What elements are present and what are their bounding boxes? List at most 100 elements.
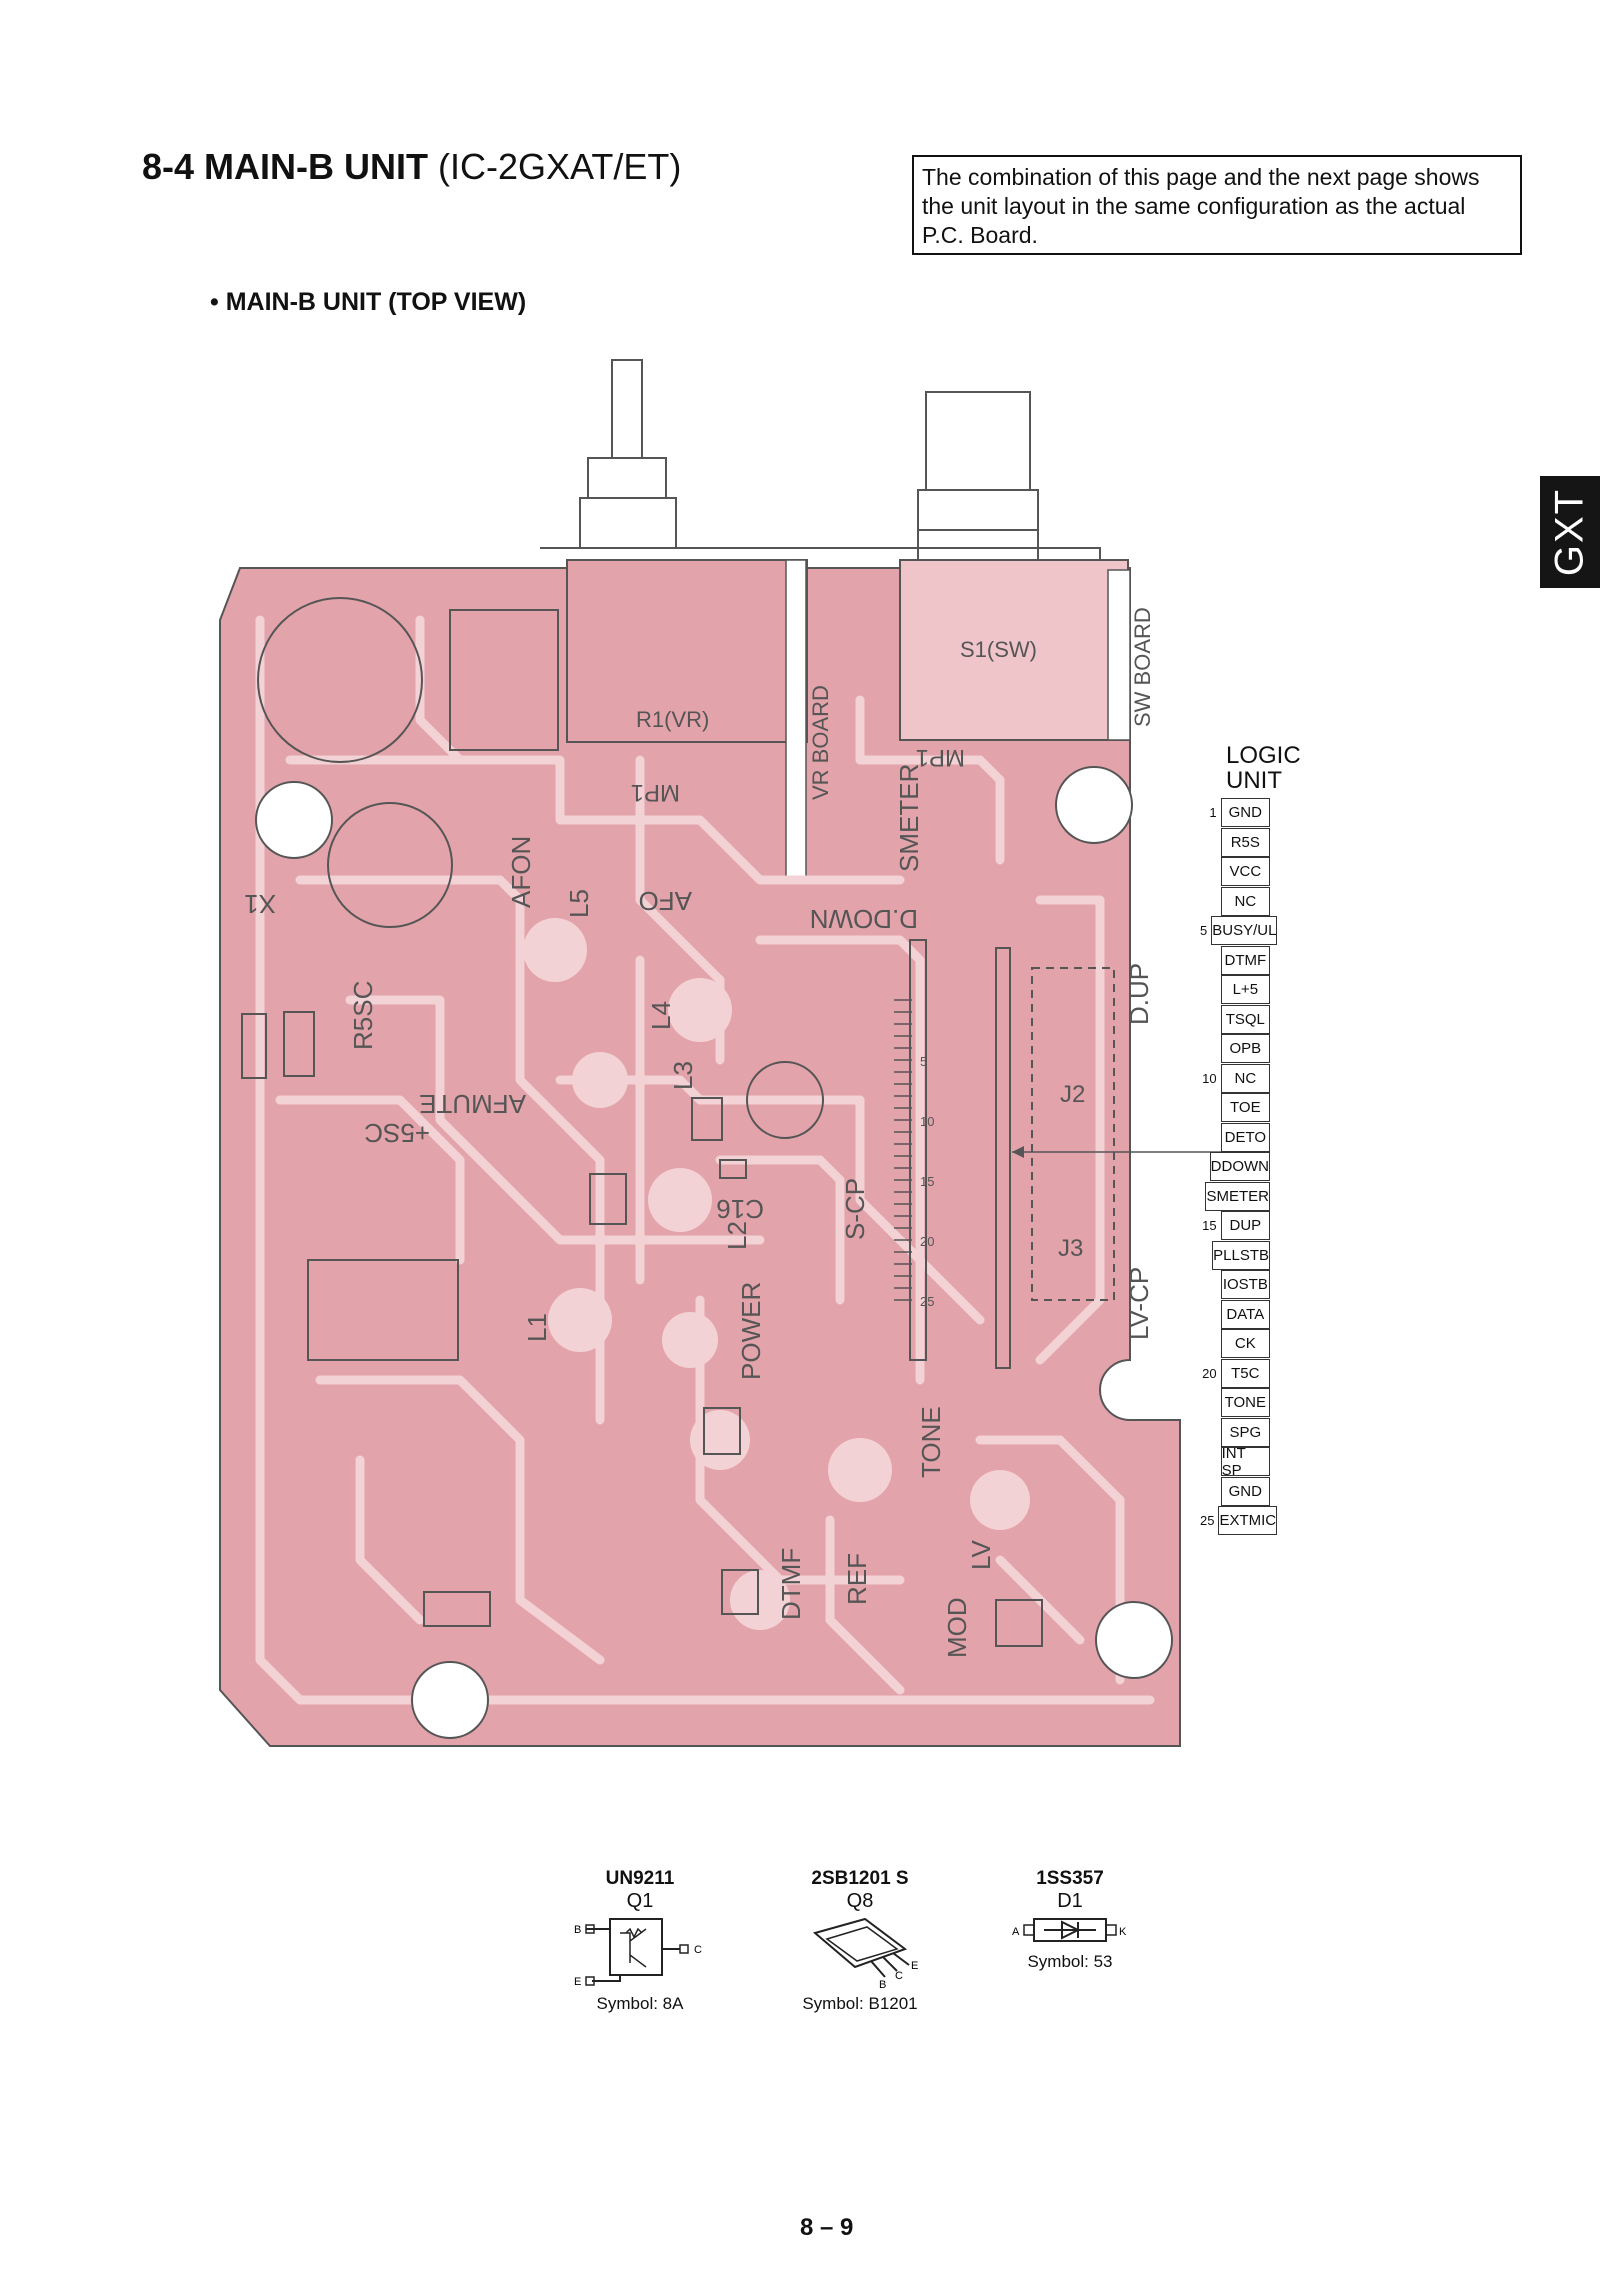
component-q8: 2SB1201 S Q8 B C E Symbol: B1201 bbox=[775, 1868, 945, 2014]
label-j3: J3 bbox=[1058, 1235, 1083, 1262]
label-l4: L4 bbox=[646, 1001, 676, 1030]
component-d1: 1SS357 D1 A K Symbol: 53 bbox=[1000, 1868, 1140, 1972]
capacitors bbox=[257, 597, 824, 1139]
mounting-holes bbox=[255, 766, 1173, 1739]
logic-pin-row: CK bbox=[1200, 1329, 1270, 1359]
component-ref: Q1 bbox=[626, 1890, 654, 1912]
pin-e: E bbox=[911, 1960, 918, 1972]
ic-pin-ticks bbox=[894, 999, 912, 1301]
logic-pin-label: L+5 bbox=[1220, 975, 1270, 1005]
label-ref: REF bbox=[842, 1553, 872, 1605]
component-part: 2SB1201 S bbox=[811, 1868, 909, 1889]
logic-pin-label: TOE bbox=[1220, 1093, 1270, 1123]
layout-note: The combination of this page and the nex… bbox=[912, 155, 1522, 255]
component-part: 1SS357 bbox=[1036, 1868, 1104, 1889]
logic-pin-number: 20 bbox=[1202, 1365, 1217, 1381]
logic-pin-row: NC bbox=[1200, 886, 1270, 917]
logic-pin-label: TONE bbox=[1220, 1388, 1270, 1418]
label-vr-board: VR BOARD bbox=[808, 685, 833, 800]
logic-pin-number: 10 bbox=[1202, 1070, 1217, 1086]
label-scp: S-CP bbox=[840, 1178, 870, 1240]
label-pin25: 25 bbox=[920, 1294, 934, 1309]
logic-pin-label: IOSTB bbox=[1220, 1270, 1270, 1300]
logic-pin-row: DETO bbox=[1200, 1122, 1270, 1153]
component-symbol: Symbol: B1201 bbox=[802, 1994, 918, 2013]
logic-pin-label: DATA bbox=[1220, 1299, 1270, 1329]
component-symbol: Symbol: 8A bbox=[596, 1994, 684, 2013]
label-dtmf: DTMF bbox=[776, 1548, 806, 1620]
logic-pin-label: SPG bbox=[1220, 1417, 1270, 1447]
label-l2: L2 bbox=[722, 1221, 752, 1250]
label-tone: TONE bbox=[916, 1406, 946, 1478]
logic-pin-row: PLLSTB bbox=[1200, 1240, 1270, 1271]
label-c16: C16 bbox=[716, 1194, 764, 1224]
logic-unit-title: LOGIC UNIT bbox=[1226, 743, 1301, 793]
logic-pin-row: TOE bbox=[1200, 1093, 1270, 1123]
logic-pin-row: IOSTB bbox=[1200, 1270, 1270, 1300]
view-title: • MAIN-B UNIT (TOP VIEW) bbox=[210, 288, 527, 316]
logic-pin-row: DDOWN bbox=[1200, 1152, 1270, 1182]
logic-connector-arrow bbox=[1012, 1146, 1024, 1158]
label-pin15: 15 bbox=[920, 1174, 934, 1189]
logic-pin-number: 25 bbox=[1200, 1513, 1215, 1529]
logic-pin-row: DTMF bbox=[1200, 945, 1270, 976]
logic-unit-title-line: UNIT bbox=[1226, 767, 1282, 794]
note-line: The combination of this page and the nex… bbox=[922, 164, 1480, 190]
component-part: UN9211 bbox=[605, 1868, 675, 1889]
label-sw-board: SW BOARD bbox=[1130, 607, 1155, 727]
logic-pin-label: NC bbox=[1220, 886, 1270, 916]
page-title: 8-4 MAIN-B UNIT (IC-2GXAT/ET) bbox=[142, 146, 681, 188]
label-r5sc: R5SC bbox=[348, 981, 378, 1050]
label-afo: AFO bbox=[639, 886, 692, 916]
logic-pin-row: INT SP bbox=[1200, 1445, 1270, 1479]
label-afmute: AFMUTE bbox=[419, 1089, 526, 1119]
logic-pin-number: 5 bbox=[1200, 923, 1208, 939]
label-dup: D.UP bbox=[1124, 963, 1154, 1025]
logic-pin-row: GND bbox=[1200, 1476, 1270, 1507]
logic-pin-label: PLLSTB bbox=[1212, 1240, 1270, 1270]
test-pads bbox=[523, 918, 1030, 1630]
vr-board-strip bbox=[785, 559, 807, 881]
logic-pin-number: 1 bbox=[1209, 805, 1217, 821]
logic-unit-title-line: LOGIC bbox=[1226, 742, 1301, 769]
note-line: P.C. Board. bbox=[922, 222, 1038, 248]
logic-pin-label: TSQL bbox=[1220, 1004, 1270, 1034]
label-j2: J2 bbox=[1060, 1081, 1085, 1108]
sw-board-strip bbox=[1107, 569, 1131, 741]
logic-pin-row: R5S bbox=[1200, 827, 1270, 858]
logic-pin-label: GND bbox=[1220, 1476, 1270, 1506]
logic-pin-label: DETO bbox=[1220, 1122, 1270, 1152]
logic-pin-label: BUSY/UL bbox=[1211, 916, 1278, 946]
pin-a: A bbox=[1012, 1926, 1020, 1938]
board-outline bbox=[219, 567, 1181, 1747]
vr-board-area bbox=[566, 559, 808, 743]
logic-pin-row: L+5 bbox=[1200, 975, 1270, 1005]
switch-knob bbox=[917, 391, 1039, 561]
logic-pin-label: DTMF bbox=[1220, 945, 1270, 975]
board-top-edge bbox=[540, 547, 1101, 560]
label-t5sc: +5SC bbox=[364, 1118, 430, 1148]
volume-knob bbox=[579, 359, 677, 549]
logic-pin-row: VCC bbox=[1200, 857, 1270, 887]
logic-pin-number: 15 bbox=[1202, 1218, 1217, 1234]
side-tab: GXT bbox=[1540, 476, 1600, 588]
logic-pin-row: DATA bbox=[1200, 1299, 1270, 1330]
label-mod: MOD bbox=[942, 1597, 972, 1658]
logic-pin-label: NC bbox=[1220, 1063, 1270, 1093]
label-pin20: 20 bbox=[920, 1234, 934, 1249]
label-l3: L3 bbox=[668, 1061, 698, 1090]
component-q1: UN9211 Q1 B C E Symbol: 8A bbox=[570, 1868, 710, 2014]
label-mp1b: MP1 bbox=[916, 744, 965, 771]
logic-pin-row: TSQL bbox=[1200, 1004, 1270, 1035]
label-l5: L5 bbox=[564, 889, 594, 918]
label-mp1a: MP1 bbox=[631, 779, 680, 806]
label-afon: AFON bbox=[506, 836, 536, 908]
pin-b: B bbox=[879, 1979, 886, 1989]
diode-symbol: A K bbox=[1012, 1918, 1127, 1942]
model-name: (IC-2GXAT/ET) bbox=[438, 146, 682, 187]
